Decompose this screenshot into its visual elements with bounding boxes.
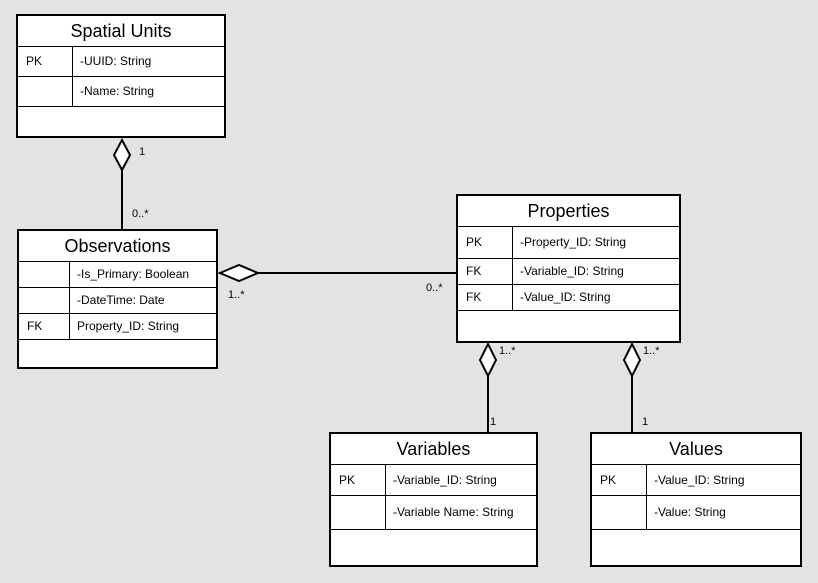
- key-cell: FK: [458, 285, 513, 310]
- attribute-row: -Is_Primary: Boolean: [19, 262, 216, 288]
- entity-variables: Variables PK -Variable_ID: String -Varia…: [329, 432, 538, 567]
- attribute-row: -Value: String: [592, 496, 800, 530]
- attribute-name: -Is_Primary: Boolean: [77, 267, 190, 281]
- aggregation-diamond-icon: [112, 137, 132, 173]
- attribute-name: -Property_ID: String: [520, 235, 627, 249]
- entity-observations: Observations -Is_Primary: Boolean -DateT…: [17, 229, 218, 369]
- key-cell: [592, 496, 647, 529]
- entity-spatial-units: Spatial Units PK -UUID: String -Name: St…: [16, 14, 226, 138]
- multiplicity-label: 1..*: [228, 289, 245, 301]
- key-cell: FK: [458, 259, 513, 284]
- attribute-row: PK -Value_ID: String: [592, 465, 800, 496]
- multiplicity-label: 1..*: [643, 345, 660, 357]
- key-cell: [18, 77, 73, 106]
- entity-title: Values: [592, 434, 800, 465]
- key-cell: PK: [592, 465, 647, 495]
- entity-properties: Properties PK -Property_ID: String FK -V…: [456, 194, 681, 343]
- multiplicity-label: 1: [139, 146, 146, 158]
- attribute-row: PK -UUID: String: [18, 47, 224, 77]
- multiplicity-label: 1..*: [499, 345, 516, 357]
- key-cell: PK: [458, 227, 513, 258]
- key-cell: [19, 288, 70, 313]
- attribute-name: -Variable_ID: String: [393, 473, 497, 487]
- entity-title: Observations: [19, 231, 216, 262]
- multiplicity-label: 1: [490, 416, 497, 428]
- attribute-name: -UUID: String: [80, 54, 152, 68]
- aggregation-diamond-icon: [622, 341, 642, 379]
- attribute-name: -Variable_ID: String: [520, 264, 624, 278]
- key-cell: FK: [19, 314, 70, 339]
- key-cell: PK: [331, 465, 386, 495]
- multiplicity-label: 0..*: [132, 208, 149, 220]
- attribute-row: FK -Variable_ID: String: [458, 259, 679, 285]
- attribute-row: FK Property_ID: String: [19, 314, 216, 340]
- multiplicity-label: 1: [642, 416, 649, 428]
- attribute-row: PK -Property_ID: String: [458, 227, 679, 259]
- attribute-row: FK -Value_ID: String: [458, 285, 679, 311]
- entity-title: Properties: [458, 196, 679, 227]
- aggregation-diamond-icon: [478, 341, 498, 379]
- entity-title: Variables: [331, 434, 536, 465]
- key-cell: PK: [18, 47, 73, 76]
- attribute-name: -Name: String: [80, 84, 155, 98]
- attribute-name: -Value_ID: String: [654, 473, 745, 487]
- attribute-name: -Value: String: [654, 505, 726, 519]
- entity-values: Values PK -Value_ID: String -Value: Stri…: [590, 432, 802, 567]
- attribute-row: -Variable Name: String: [331, 496, 536, 530]
- multiplicity-label: 0..*: [426, 282, 443, 294]
- aggregation-diamond-icon: [217, 263, 261, 283]
- attribute-name: Property_ID: String: [77, 319, 180, 333]
- attribute-row: -DateTime: Date: [19, 288, 216, 314]
- attribute-name: -DateTime: Date: [77, 293, 165, 307]
- key-cell: [331, 496, 386, 529]
- key-cell: [19, 262, 70, 287]
- attribute-row: PK -Variable_ID: String: [331, 465, 536, 496]
- entity-title: Spatial Units: [18, 16, 224, 47]
- attribute-name: -Value_ID: String: [520, 290, 611, 304]
- attribute-row: -Name: String: [18, 77, 224, 107]
- attribute-name: -Variable Name: String: [393, 505, 514, 519]
